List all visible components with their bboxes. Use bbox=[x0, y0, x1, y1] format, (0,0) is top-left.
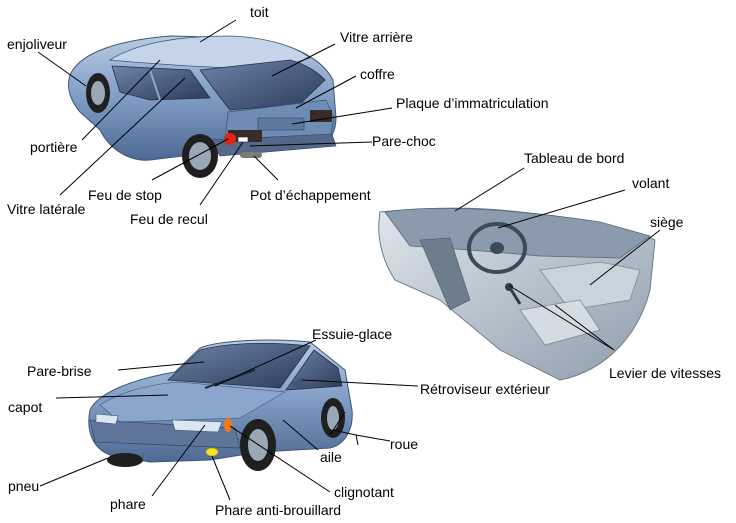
label-phare-anti: Phare anti-brouillard bbox=[215, 502, 341, 518]
label-portiere: portière bbox=[30, 139, 78, 155]
label-tableau: Tableau de bord bbox=[524, 150, 624, 166]
label-phare: phare bbox=[110, 496, 146, 512]
label-pot: Pot d’échappement bbox=[250, 187, 371, 203]
label-aile: aile bbox=[320, 449, 342, 465]
label-coffre: coffre bbox=[360, 66, 395, 82]
label-vitre-arriere: Vitre arrière bbox=[340, 29, 413, 45]
stop-light-marker bbox=[224, 133, 236, 145]
indicator-marker bbox=[224, 418, 232, 432]
front-car-illustration bbox=[88, 339, 353, 471]
leader-lines bbox=[37, 19, 661, 501]
label-levier: Levier de vitesses bbox=[609, 365, 721, 381]
label-volant: volant bbox=[632, 175, 669, 191]
label-essuie: Essuie-glace bbox=[312, 326, 392, 342]
label-pneu: pneu bbox=[8, 478, 39, 494]
label-toit: toit bbox=[250, 4, 269, 20]
label-clignotant: clignotant bbox=[334, 484, 394, 500]
label-siege: siège bbox=[650, 214, 684, 230]
label-feu-stop: Feu de stop bbox=[88, 187, 162, 203]
fog-light-marker bbox=[205, 447, 219, 457]
label-vitre-laterale: Vitre latérale bbox=[7, 201, 86, 217]
label-plaque: Plaque d’immatriculation bbox=[396, 95, 549, 111]
label-feu-recul: Feu de recul bbox=[130, 211, 208, 227]
label-pare-choc: Pare-choc bbox=[372, 133, 436, 149]
label-capot: capot bbox=[8, 399, 42, 415]
rear-car-illustration bbox=[67, 35, 337, 178]
label-pare-brise: Pare-brise bbox=[27, 363, 92, 379]
reverse-light-marker bbox=[237, 136, 249, 143]
label-roue: roue bbox=[390, 436, 418, 452]
label-retroviseur: Rétroviseur extérieur bbox=[420, 381, 550, 397]
label-enjoliveur: enjoliveur bbox=[7, 36, 67, 52]
interior-illustration bbox=[378, 207, 656, 381]
